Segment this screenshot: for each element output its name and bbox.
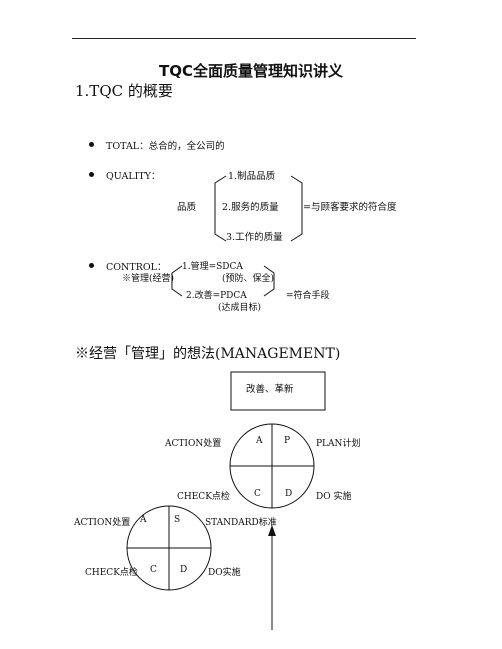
document-title: TQC全面质量管理知识讲义: [159, 62, 343, 80]
quality-item-1: 1.制品品质: [228, 171, 276, 182]
sdca-c-letter: C: [150, 565, 157, 575]
section2-heading: ※经营「管理」的想法(MANAGEMENT): [75, 346, 341, 362]
bullet-icon: [89, 142, 94, 147]
pdca-d-letter: D: [285, 489, 293, 499]
pdca-plan-label: PLAN计划: [316, 439, 361, 449]
pdca-action-label: ACTION处置: [165, 439, 222, 449]
improvement-box: [230, 371, 326, 411]
control-item-2: 2.改善=PDCA: [186, 291, 247, 301]
pdca-check-label: CHECK点检: [177, 492, 230, 502]
control-item-1-note: (预防、保全): [222, 274, 275, 284]
header-rule: [72, 38, 416, 39]
sdca-check-label: CHECK点检: [85, 568, 138, 578]
quality-left-bracket: [214, 175, 227, 242]
sdca-standard-label: STANDARD标准: [205, 518, 277, 528]
quality-label: QUALITY：: [106, 171, 161, 182]
sdca-action-label: ACTION处置: [74, 518, 131, 528]
bullet-icon: [89, 263, 94, 268]
section1-heading: 1.TQC 的概要: [75, 82, 173, 100]
control-label: CONTROL：: [106, 262, 167, 273]
sdca-a-letter: A: [140, 515, 147, 525]
control-left-bracket: [171, 265, 183, 297]
sdca-do-label: DO实施: [208, 568, 241, 578]
quality-item-2: 2.服务的质量: [222, 202, 279, 213]
quality-middle-label: 品质: [177, 202, 197, 213]
arrow-up-icon: [268, 525, 276, 536]
bullet-icon: [89, 172, 94, 177]
improvement-box-text: 改善、革新: [246, 384, 294, 395]
total-label: TOTAL：总合的，全公司的: [106, 141, 225, 152]
sdca-d-letter: D: [180, 565, 188, 575]
control-item-2-note: (达成目标): [218, 303, 262, 313]
sdca-s-letter: S: [174, 515, 181, 525]
quality-right-bracket: [290, 175, 303, 242]
quality-result: =与顾客要求的符合度: [303, 202, 397, 213]
pdca-do-label: DO 实施: [316, 492, 352, 502]
pdca-c-letter: C: [254, 489, 261, 499]
control-item-1: 1.管理=SDCA: [182, 262, 243, 272]
pdca-a-letter: A: [256, 436, 263, 446]
pdca-p-letter: P: [284, 436, 291, 446]
control-right-bracket: [263, 265, 275, 297]
control-sub-label: ※管理(经营): [122, 274, 175, 284]
quality-item-3: 3.工作的质量: [226, 232, 283, 243]
control-result: =符合手段: [286, 291, 330, 301]
